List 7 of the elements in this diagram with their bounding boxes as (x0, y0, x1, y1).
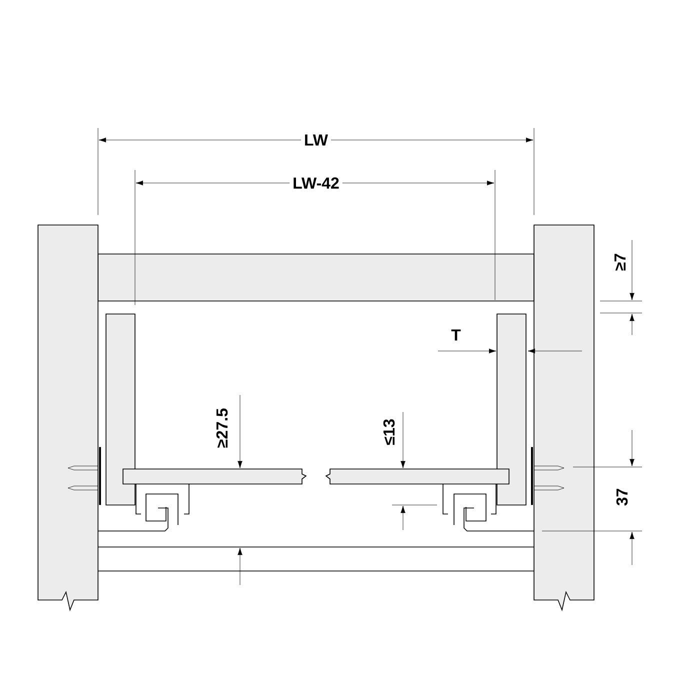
dimension-label: ≤13 (380, 416, 398, 448)
dimension-label: ≥27.5 (213, 405, 231, 451)
dimension-label: LW (301, 132, 331, 148)
dimension-label: 37 (613, 485, 631, 509)
dimension-label: LW-42 (290, 174, 342, 192)
dimension-label: ≥7 (612, 250, 629, 274)
dimension-label: T (448, 326, 464, 344)
